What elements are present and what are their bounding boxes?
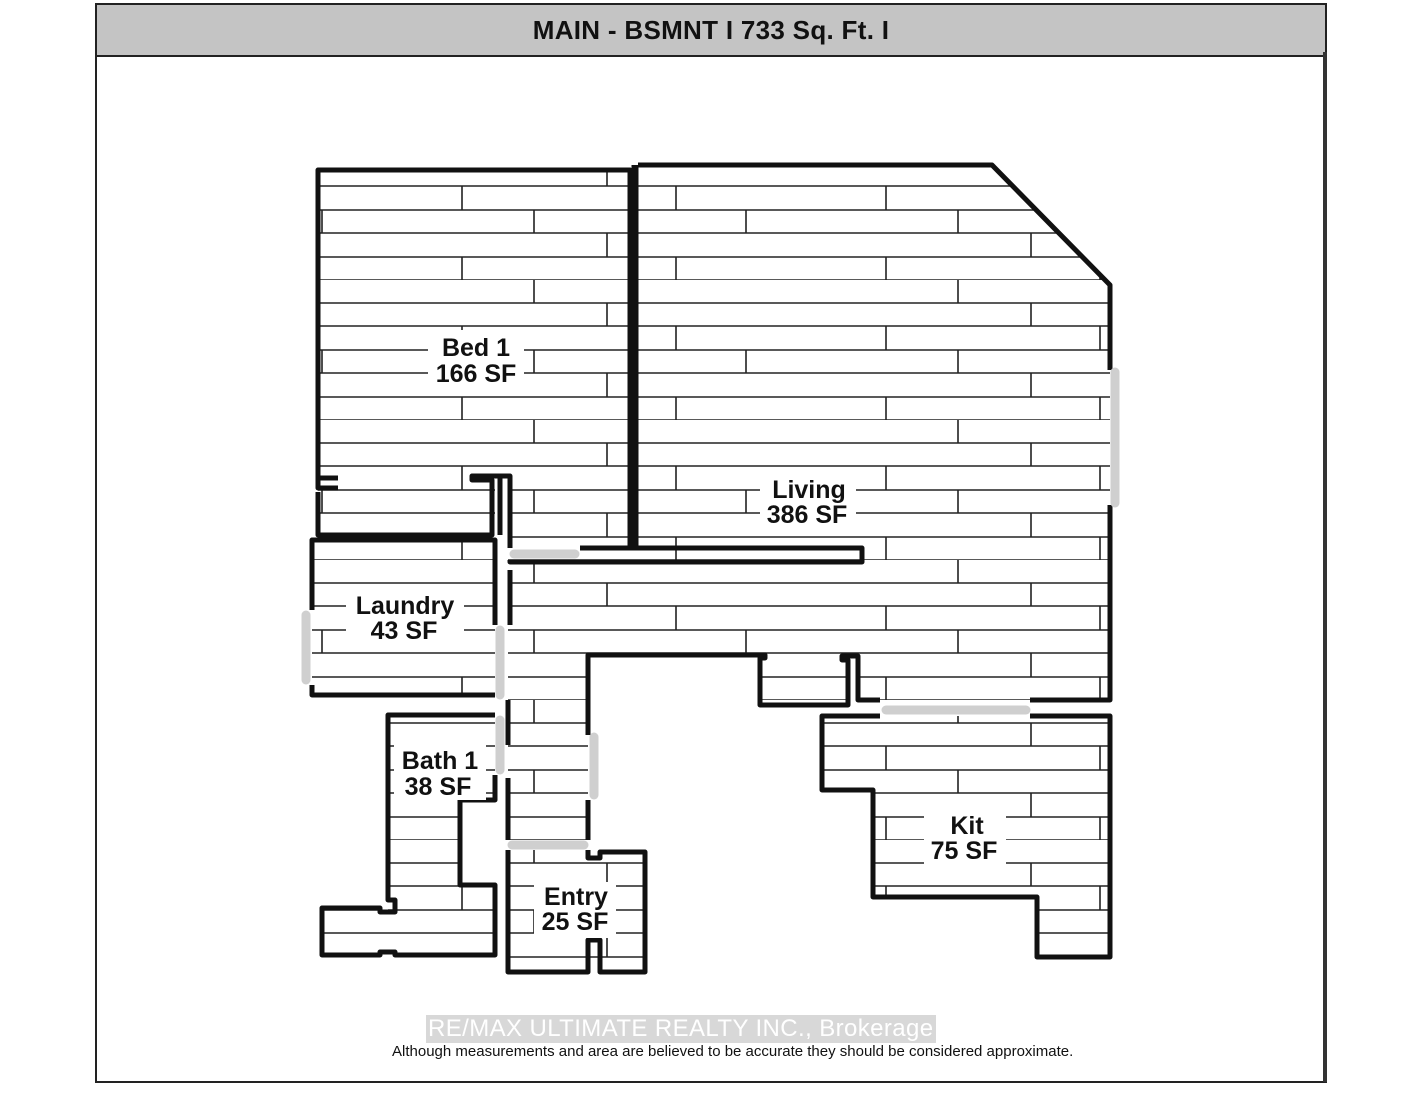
room-area-living: 386 SF [767, 501, 848, 529]
room-name-laundry: Laundry [356, 592, 455, 620]
room-area-bed1: 166 SF [436, 360, 517, 388]
room-area-bath1: 38 SF [405, 773, 472, 801]
room-name-entry: Entry [544, 883, 608, 911]
room-name-kit: Kit [950, 812, 984, 840]
walls [309, 162, 1113, 975]
room-area-entry: 25 SF [542, 908, 609, 936]
brokerage-watermark: RE/MAX ULTIMATE REALTY INC., Brokerage [426, 1015, 936, 1043]
room-name-bath1: Bath 1 [402, 747, 479, 775]
measurement-disclaimer: Although measurements and area are belie… [392, 1043, 1074, 1060]
room-name-bed1: Bed 1 [442, 334, 510, 362]
room-area-laundry: 43 SF [371, 617, 438, 645]
door-openings [301, 367, 1120, 850]
room-labels: Bed 1 166 SF Living 386 SF Laundry 43 SF… [346, 330, 1006, 938]
room-name-living: Living [772, 476, 846, 504]
floor-plan-title: MAIN - BSMNT I 733 Sq. Ft. I [97, 5, 1325, 57]
room-area-kit: 75 SF [931, 837, 998, 865]
sheet-edge-ruler [1323, 52, 1327, 1082]
